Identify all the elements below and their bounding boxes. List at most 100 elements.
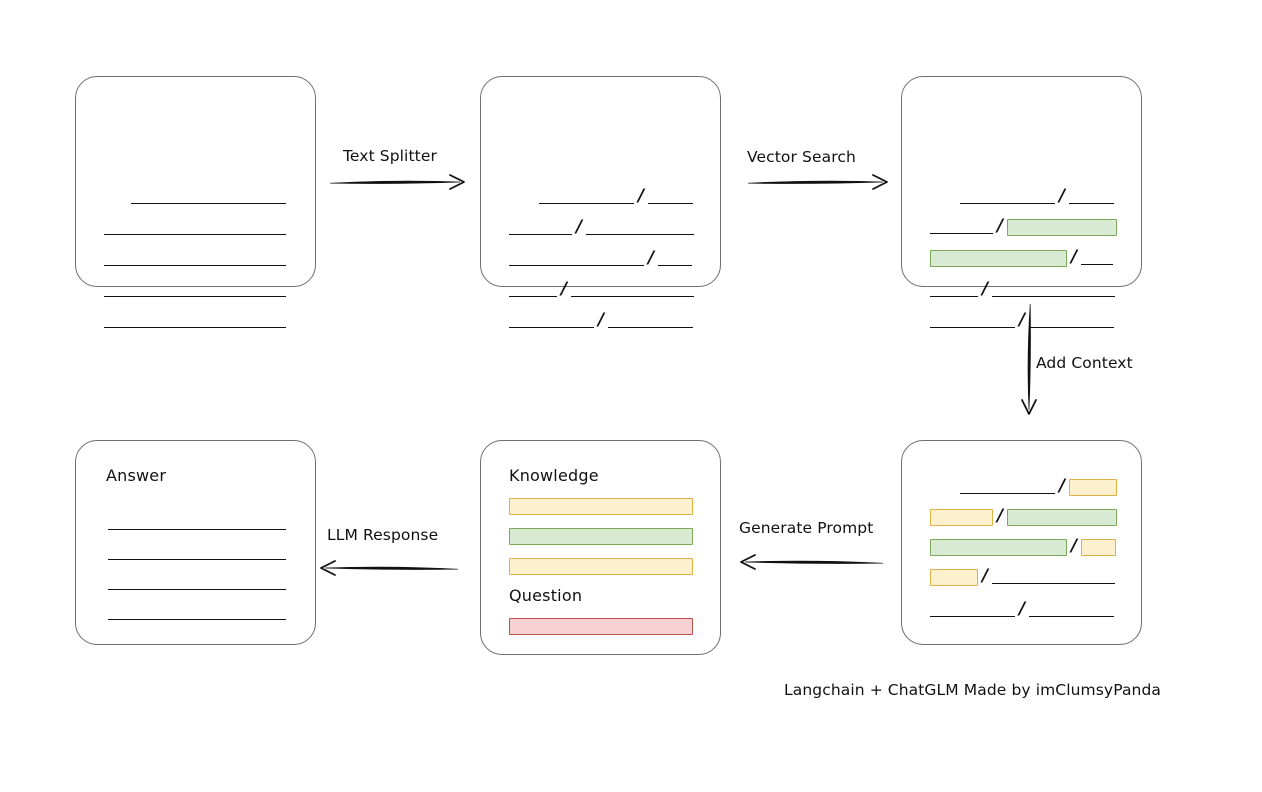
chunk-highlight-green: [930, 249, 1067, 267]
node-source-document-row-2: [104, 249, 286, 269]
chunk-highlight-yellow: [1081, 538, 1117, 556]
node-answer-row-2: [108, 573, 286, 593]
node-context-enriched-row-0: /: [960, 475, 1118, 497]
text-rule: [930, 296, 978, 297]
node-prompt-row-3: [509, 616, 693, 636]
text-rule: [608, 327, 694, 328]
node-prompt-row-1: [509, 526, 693, 546]
chunk-highlight-green: [1007, 218, 1118, 236]
chunk-highlight-red: [509, 617, 693, 635]
chunk-separator-slash: /: [982, 278, 989, 299]
text-rule: [108, 529, 286, 530]
text-rule: [104, 296, 286, 297]
node-vector-matches-row-2: /: [930, 246, 1114, 268]
edge-generate-prompt-arrow: [740, 552, 884, 572]
node-answer-row-0: [108, 513, 286, 533]
edge-vector-search-arrow: [747, 172, 888, 192]
node-context-enriched-row-2: /: [930, 535, 1117, 557]
text-rule: [509, 265, 644, 266]
edge-llm-response-label: LLM Response: [327, 526, 439, 544]
text-rule: [960, 203, 1055, 204]
chunk-separator-slash: /: [997, 505, 1004, 526]
node-source-document-row-1: [104, 218, 286, 238]
chunk-highlight-green: [1007, 508, 1118, 526]
chunk-separator-slash: /: [1019, 598, 1026, 619]
chunk-separator-slash: /: [982, 565, 989, 586]
text-rule: [930, 233, 993, 234]
chunk-highlight-green: [930, 538, 1067, 556]
chunk-highlight-yellow: [509, 497, 693, 515]
text-rule: [104, 327, 286, 328]
node-answer-row-1: [108, 543, 286, 563]
text-rule: [1029, 616, 1115, 617]
node-prompt-row-0: [509, 496, 693, 516]
node-split-chunks-row-1: /: [509, 216, 695, 238]
text-rule: [104, 234, 286, 235]
chunk-highlight-yellow: [509, 557, 693, 575]
text-rule: [648, 203, 694, 204]
node-vector-matches-row-4: /: [930, 311, 1115, 331]
edge-text-splitter-arrow: [329, 172, 465, 192]
node-answer: Answer: [75, 440, 316, 645]
edge-text-splitter-label: Text Splitter: [343, 147, 437, 165]
node-answer-row-3: [108, 603, 286, 623]
credit-text: Langchain + ChatGLM Made by imClumsyPand…: [784, 681, 1162, 699]
text-rule: [992, 583, 1116, 584]
text-rule: [930, 616, 1015, 617]
node-source-document-row-0: [131, 187, 286, 207]
text-rule: [1029, 327, 1115, 328]
chunk-separator-slash: /: [1071, 535, 1078, 556]
text-rule: [586, 234, 695, 235]
node-split-chunks-row-2: /: [509, 247, 693, 269]
chunk-highlight-yellow: [930, 568, 978, 586]
node-answer-heading-0: Answer: [106, 466, 167, 485]
node-prompt-heading-1: Question: [509, 586, 583, 605]
chunk-separator-slash: /: [1071, 246, 1078, 267]
node-vector-matches-row-0: /: [960, 185, 1115, 207]
text-rule: [992, 296, 1116, 297]
node-vector-matches-row-3: /: [930, 278, 1116, 300]
text-rule: [930, 327, 1015, 328]
node-context-enriched: / / / / /: [901, 440, 1142, 645]
chunk-separator-slash: /: [598, 309, 605, 330]
node-split-chunks: / / / / /: [480, 76, 721, 328]
node-prompt-row-2: [509, 556, 693, 576]
node-context-enriched-row-3: /: [930, 565, 1116, 587]
node-vector-matches-row-1: /: [930, 215, 1118, 237]
chunk-separator-slash: /: [638, 185, 645, 206]
text-rule: [509, 296, 557, 297]
text-rule: [108, 559, 286, 560]
chunk-separator-slash: /: [1059, 185, 1066, 206]
text-rule: [509, 327, 594, 328]
chunk-highlight-yellow: [1069, 478, 1118, 496]
chunk-separator-slash: /: [997, 215, 1004, 236]
node-source-document-row-4: [104, 311, 286, 331]
chunk-separator-slash: /: [576, 216, 583, 237]
node-vector-matches: / / / / /: [901, 76, 1142, 328]
node-context-enriched-row-1: /: [930, 505, 1118, 527]
text-rule: [1069, 203, 1115, 204]
chunk-separator-slash: /: [1059, 475, 1066, 496]
text-rule: [571, 296, 695, 297]
text-rule: [1081, 264, 1114, 265]
edge-llm-response-arrow: [320, 558, 459, 578]
node-source-document-row-3: [104, 280, 286, 300]
chunk-separator-slash: /: [648, 247, 655, 268]
node-split-chunks-row-3: /: [509, 278, 695, 300]
chunk-highlight-green: [509, 527, 693, 545]
text-rule: [509, 234, 572, 235]
edge-add-context-label: Add Context: [1036, 354, 1133, 372]
text-rule: [104, 265, 286, 266]
text-rule: [131, 203, 286, 204]
node-prompt-heading-0: Knowledge: [509, 466, 599, 485]
edge-vector-search-label: Vector Search: [747, 148, 856, 166]
text-rule: [658, 265, 693, 266]
node-source-document: [75, 76, 316, 328]
text-rule: [960, 493, 1055, 494]
chunk-separator-slash: /: [561, 278, 568, 299]
edge-generate-prompt-label: Generate Prompt: [739, 519, 874, 537]
text-rule: [539, 203, 634, 204]
node-split-chunks-row-4: /: [509, 309, 694, 331]
